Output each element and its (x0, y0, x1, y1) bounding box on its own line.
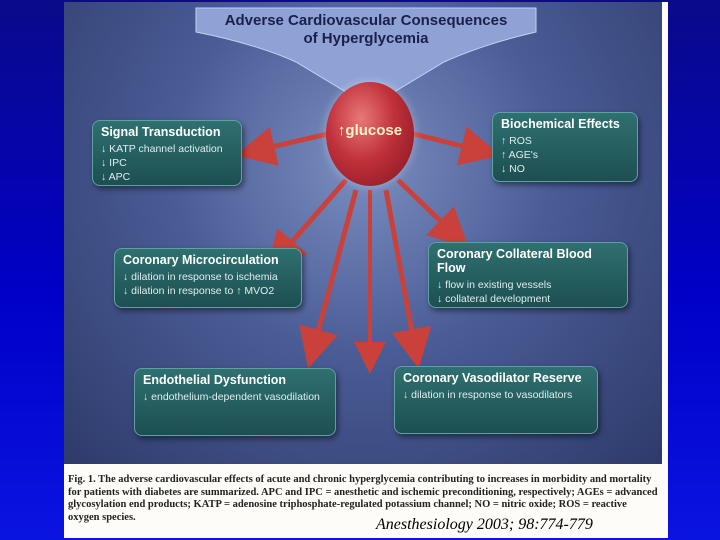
coronary-vasodilator-reserve-box: Coronary Vasodilator Reserve ↓ dilation … (394, 366, 598, 434)
box-line: ↑ AGE's (501, 149, 539, 161)
arrow-to-biochem (405, 126, 501, 166)
box-title: Coronary Microcirculation (123, 253, 279, 267)
coronary-collateral-box: Coronary Collateral Blood Flow ↓ flow in… (428, 242, 628, 308)
glucose-sphere: ↑glucose (326, 82, 414, 186)
endothelial-dysfunction-box: Endothelial Dysfunction ↓ endothelium-de… (134, 368, 336, 436)
title-line-2: of Hyperglycemia (303, 30, 429, 47)
box-line: ↓ dilation in response to vasodilators (403, 389, 573, 401)
box-title: Coronary Collateral Blood Flow (437, 247, 592, 275)
box-line: ↓ IPC (101, 157, 127, 169)
citation: Anesthesiology 2003; 98:774-779 (376, 516, 593, 533)
box-line: ↑ ROS (501, 135, 532, 147)
arrow-to-endo (299, 189, 359, 369)
arrows-layer (195, 7, 537, 374)
arrow-to-reserve (383, 189, 432, 369)
slide-frame: Adverse Cardiovascular Consequences of H… (64, 2, 668, 538)
box-title: Coronary Vasodilator Reserve (403, 371, 582, 385)
box-title: Biochemical Effects (501, 117, 620, 131)
diagram-figure: Adverse Cardiovascular Consequences of H… (64, 2, 662, 464)
diagram-title: Adverse Cardiovascular Consequences of H… (196, 12, 536, 48)
box-line: ↓ APC (101, 171, 131, 183)
glucose-label: ↑glucose (337, 122, 403, 139)
coronary-microcirculation-box: Coronary Microcirculation ↓ dilation in … (114, 248, 302, 308)
box-line: ↓ collateral development (437, 293, 551, 305)
signal-transduction-box: Signal Transduction ↓ KATP channel activ… (92, 120, 242, 186)
box-line: ↓ KATP channel activation (101, 143, 223, 155)
arrow-to-collateral (396, 178, 469, 249)
box-line: ↓ NO (501, 163, 525, 175)
box-title: Signal Transduction (101, 125, 221, 139)
box-line: ↓ endothelium-dependent vasodilation (143, 391, 320, 403)
box-line: ↓ dilation in response to ischemia (123, 271, 278, 283)
biochemical-effects-box: Biochemical Effects ↑ ROS ↑ AGE's ↓ NO (492, 112, 638, 182)
figure-caption: Fig. 1. The adverse cardiovascular effec… (68, 474, 658, 523)
title-banner: Adverse Cardiovascular Consequences of H… (196, 6, 536, 94)
arrow-to-micro (266, 178, 348, 272)
box-title: Endothelial Dysfunction (143, 373, 287, 387)
box-line: ↓ flow in existing vessels (437, 279, 552, 291)
arrow-to-signal (235, 126, 337, 166)
box-line: ↓ dilation in response to ↑ MVO2 (123, 285, 275, 297)
title-line-1: Adverse Cardiovascular Consequences (224, 12, 508, 29)
